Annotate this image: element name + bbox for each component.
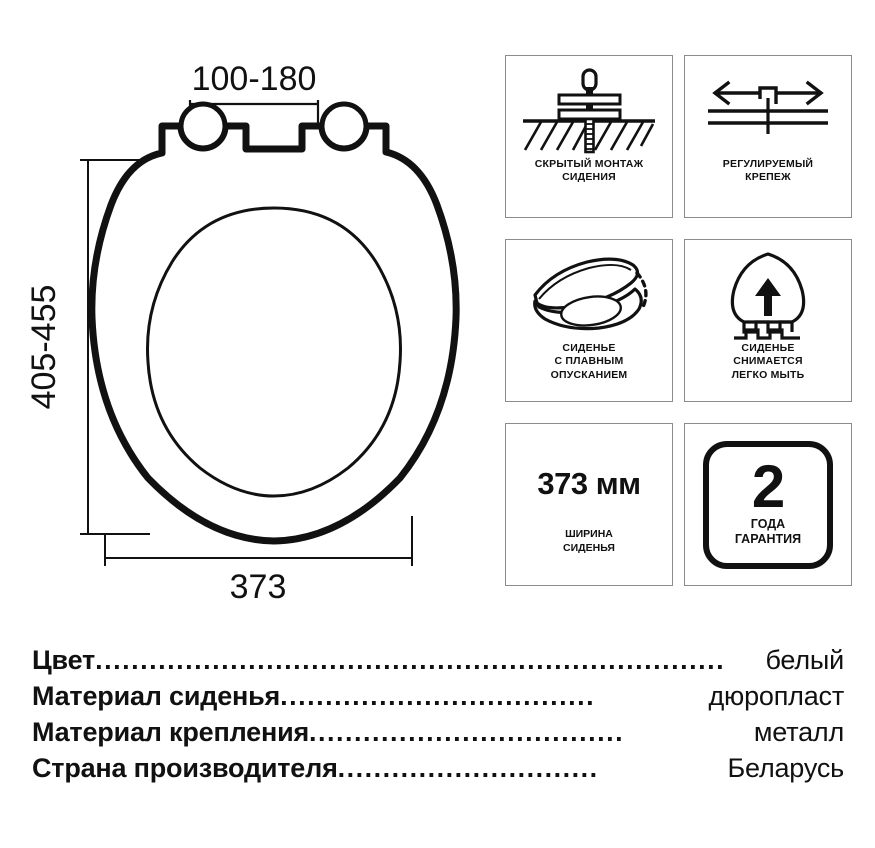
- spec-label: Материал сиденья: [32, 681, 281, 711]
- soft-close-lid-icon: [506, 248, 672, 340]
- spec-value: белый: [765, 645, 844, 675]
- spec-row-seat-material: Материал сиденья .......................…: [32, 681, 844, 717]
- dimension-width: [104, 516, 413, 566]
- spec-row-fastener-material: Материал крепления .....................…: [32, 717, 844, 753]
- spec-sheet-top-area: 100-180 405-455 373: [0, 0, 865, 620]
- dimension-label-hole-spacing: 100-180: [192, 60, 317, 98]
- feature-card-warranty: 2 ГОДА ГАРАНТИЯ: [684, 423, 852, 586]
- spec-label: Материал крепления: [32, 717, 310, 747]
- technical-drawing: 100-180 405-455 373: [0, 0, 500, 620]
- feature-caption: СКРЫТЫЙ МОНТАЖ СИДЕНИЯ: [534, 158, 644, 184]
- toilet-seat-drawing-svg: 100-180 405-455 373: [25, 60, 460, 606]
- dimension-label-width: 373: [230, 568, 287, 606]
- feature-caption: СИДЕНЬЕ СНИМАЕТСЯ ЛЕГКО МЫТЬ: [731, 342, 805, 381]
- specification-list: Цвет ...................................…: [32, 645, 844, 789]
- warranty-number: 2: [751, 453, 785, 521]
- spec-leader-dots: ........................................…: [95, 645, 726, 675]
- feature-card-hidden-mount: СКРЫТЫЙ МОНТАЖ СИДЕНИЯ: [505, 55, 673, 218]
- feature-grid: СКРЫТЫЙ МОНТАЖ СИДЕНИЯ: [505, 55, 865, 586]
- spec-leader-dots: .............................: [337, 753, 599, 783]
- spec-value: дюропласт: [708, 681, 845, 711]
- seat-inner-opening: [146, 206, 402, 498]
- spec-leader-dots: ...................................: [280, 681, 596, 711]
- feature-card-seat-width: 373 мм ШИРИНА СИДЕНЬЯ: [505, 423, 673, 586]
- spec-leader-dots: ...................................: [309, 717, 625, 747]
- feature-caption: РЕГУЛИРУЕМЫЙ КРЕПЕЖ: [722, 158, 814, 184]
- feature-card-removable-seat: СИДЕНЬЕ СНИМАЕТСЯ ЛЕГКО МЫТЬ: [684, 239, 852, 402]
- feature-caption: СИДЕНЬЕ С ПЛАВНЫМ ОПУСКАНИЕМ: [550, 342, 628, 381]
- hidden-mount-bolt-icon: [506, 64, 672, 156]
- mounting-hole-left: [178, 101, 228, 151]
- feature-card-adjustable-fastener: РЕГУЛИРУЕМЫЙ КРЕПЕЖ: [684, 55, 852, 218]
- warranty-caption: ГОДА ГАРАНТИЯ: [734, 517, 802, 547]
- feature-card-soft-close: СИДЕНЬЕ С ПЛАВНЫМ ОПУСКАНИЕМ: [505, 239, 673, 402]
- seat-width-caption: ШИРИНА СИДЕНЬЯ: [563, 528, 615, 554]
- removable-seat-uparrow-icon: [685, 248, 851, 340]
- spec-value: Беларусь: [727, 753, 845, 783]
- spec-row-color: Цвет ...................................…: [32, 645, 844, 681]
- seat-width-value: 373 мм: [537, 466, 641, 501]
- dimension-label-length: 405-455: [25, 285, 63, 410]
- warranty-badge: 2 ГОДА ГАРАНТИЯ: [703, 440, 833, 569]
- spec-row-country: Страна производителя ...................…: [32, 753, 844, 789]
- spec-label: Цвет: [32, 645, 96, 675]
- spec-label: Страна производителя: [32, 753, 338, 783]
- mounting-hole-right: [319, 101, 369, 151]
- adjustable-fastener-arrows-icon: [685, 64, 851, 156]
- spec-value: металл: [753, 717, 844, 747]
